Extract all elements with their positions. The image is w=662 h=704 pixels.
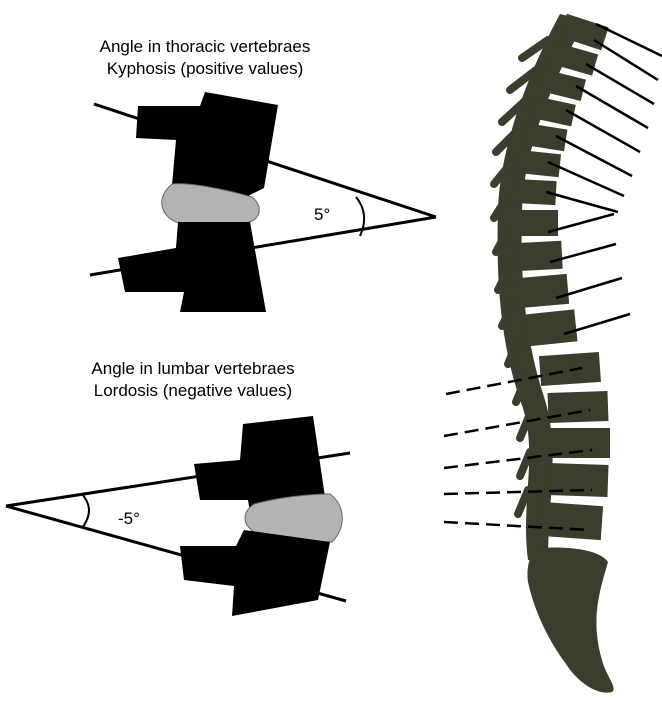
vertebral-body: [511, 178, 557, 206]
spinous-process: [498, 96, 530, 126]
thoracic-angle-line: [547, 212, 615, 234]
lumbar-subtitle: Lordosis (negative values): [93, 381, 293, 400]
lumbar-angle-line: [445, 366, 583, 396]
vertebral-body: [516, 273, 570, 309]
thoracic-angle-line: [565, 108, 641, 154]
spinous-process: [504, 336, 522, 368]
thoracic-angle-line: [595, 22, 662, 58]
thoracic-angle-line: [555, 276, 623, 300]
vertebral-body: [538, 501, 604, 541]
lumbar-angle-line: [443, 488, 593, 496]
kyphosis-upper-vertebra: [136, 92, 278, 200]
vertebral-body: [522, 309, 578, 347]
spine-illustration: [443, 13, 662, 693]
thoracic-angle-line: [563, 312, 631, 336]
vertebral-body: [547, 390, 609, 424]
vertebral-body: [547, 462, 609, 498]
spinous-process: [494, 262, 514, 294]
lordosis-schematic: [5, 416, 351, 616]
thoracic-title: Angle in thoracic vertebraes: [99, 37, 311, 56]
spinous-process: [490, 158, 516, 188]
kyphosis-disc: [161, 183, 260, 225]
spinous-process: [512, 374, 530, 406]
thoracic-angle-lines: [545, 22, 662, 336]
spinous-process: [518, 36, 552, 62]
lumbar-angle-line: [443, 520, 591, 532]
lordosis-upper-vertebra: [194, 416, 325, 512]
lordosis-disc: [244, 493, 343, 543]
lumbar-vertebral-bodies: [538, 351, 610, 541]
kyphosis-angle-arc: [355, 196, 366, 237]
vertebral-body: [520, 122, 568, 152]
spinous-process: [516, 448, 534, 480]
lordosis-lower-vertebra: [180, 530, 330, 616]
vertebral-body: [514, 149, 562, 178]
lumbar-title: Angle in lumbar vertebraes: [91, 359, 295, 378]
thoracic-angle-line: [549, 242, 617, 264]
kyphosis-schematic: [89, 92, 437, 312]
sacrum: [527, 547, 614, 693]
vertebral-body: [513, 240, 563, 272]
lumbar-caption: Angle in lumbar vertebraes Lordosis (neg…: [18, 358, 368, 402]
spinous-process: [492, 126, 522, 156]
lumbar-angle-lines: [443, 366, 593, 532]
lumbar-angle-line: [443, 408, 591, 438]
spinous-process: [514, 486, 532, 518]
spinous-process: [516, 410, 534, 442]
thoracic-angle-line: [575, 84, 649, 130]
spinous-process: [490, 192, 512, 222]
lumbar-angle-line: [443, 448, 593, 470]
lordosis-angle-label: -5°: [118, 509, 140, 528]
spinous-process: [492, 226, 512, 256]
thoracic-angle-line: [585, 62, 655, 106]
vertebral-body: [528, 95, 576, 127]
vertebral-body: [549, 42, 599, 76]
thoracic-angle-line: [547, 160, 625, 198]
thoracic-angle-line: [555, 134, 633, 178]
kyphosis-lower-vertebra: [118, 222, 266, 312]
thoracic-caption: Angle in thoracic vertebraes Kyphosis (p…: [40, 36, 370, 80]
spinous-process: [498, 298, 518, 330]
thoracic-angle-line: [593, 38, 659, 82]
vertebral-body: [537, 69, 587, 101]
kyphosis-angle-label: 5°: [314, 205, 331, 224]
thoracic-angle-line: [545, 190, 619, 214]
thoracic-vertebral-bodies: [511, 13, 609, 347]
spinous-processes: [490, 36, 552, 518]
lordosis-angle-arc: [81, 493, 90, 529]
vertebral-body: [539, 351, 601, 387]
thoracic-subtitle: Kyphosis (positive values): [106, 59, 304, 78]
spinous-process: [506, 66, 540, 94]
